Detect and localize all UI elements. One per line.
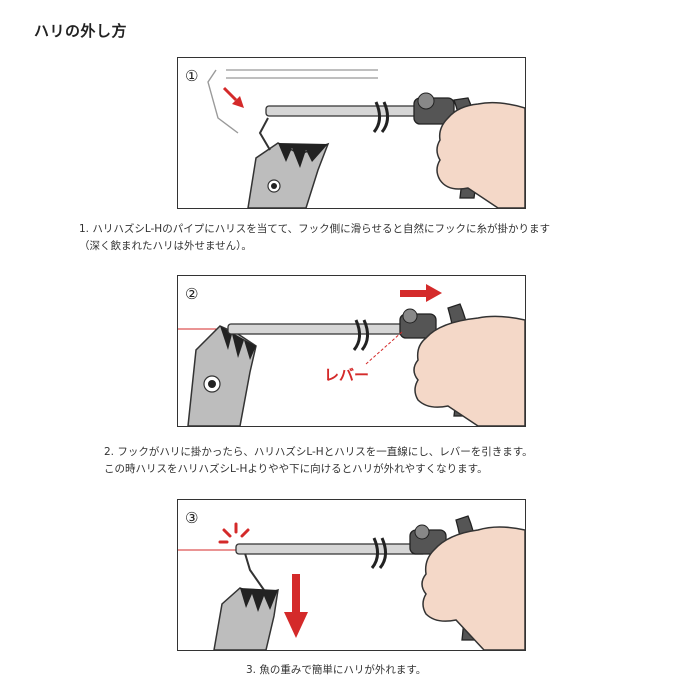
step-2-illustration: ② レバー [177, 275, 526, 427]
fish-hook [243, 549, 265, 591]
hand [436, 101, 525, 208]
hand [421, 526, 525, 650]
step-1-illustration: ① [177, 57, 526, 209]
lever-callout [365, 331, 403, 365]
fish-head [213, 587, 279, 650]
hand [413, 315, 525, 426]
fish-head [187, 325, 257, 426]
step-1-caption-line-1: 1. ハリハズシL-Hのパイプにハリスを当てて、フック側に滑らせると自然にフック… [79, 223, 550, 235]
step-3-illustration: ③ [177, 499, 526, 651]
lever-label: レバー [324, 366, 369, 384]
step-2-caption-line-1: 2. フックがハリに掛かったら、ハリハズシL-Hとハリスを一直線にし、レバーを引… [104, 446, 533, 458]
step-number: ③ [185, 509, 198, 527]
step-1-caption-line-2: （深く飲まれたハリは外せません）。 [79, 240, 252, 252]
slide-direction-arrow [222, 86, 244, 108]
pull-direction-arrow [400, 284, 442, 302]
page-title: ハリの外し方 [34, 22, 128, 40]
step-number: ② [185, 285, 198, 303]
fall-direction-arrow [284, 574, 308, 638]
release-burst-icon [218, 522, 250, 544]
step-2-caption-line-2: この時ハリスをハリハズシL-Hよりやや下に向けるとハリが外れやすくなります。 [104, 463, 488, 475]
fish-hook [258, 117, 271, 151]
fishing-line [207, 69, 378, 134]
fish-head [247, 142, 330, 208]
step-number: ① [185, 67, 198, 85]
step-3-caption-line-1: 3. 魚の重みで簡単にハリが外れます。 [246, 664, 427, 676]
